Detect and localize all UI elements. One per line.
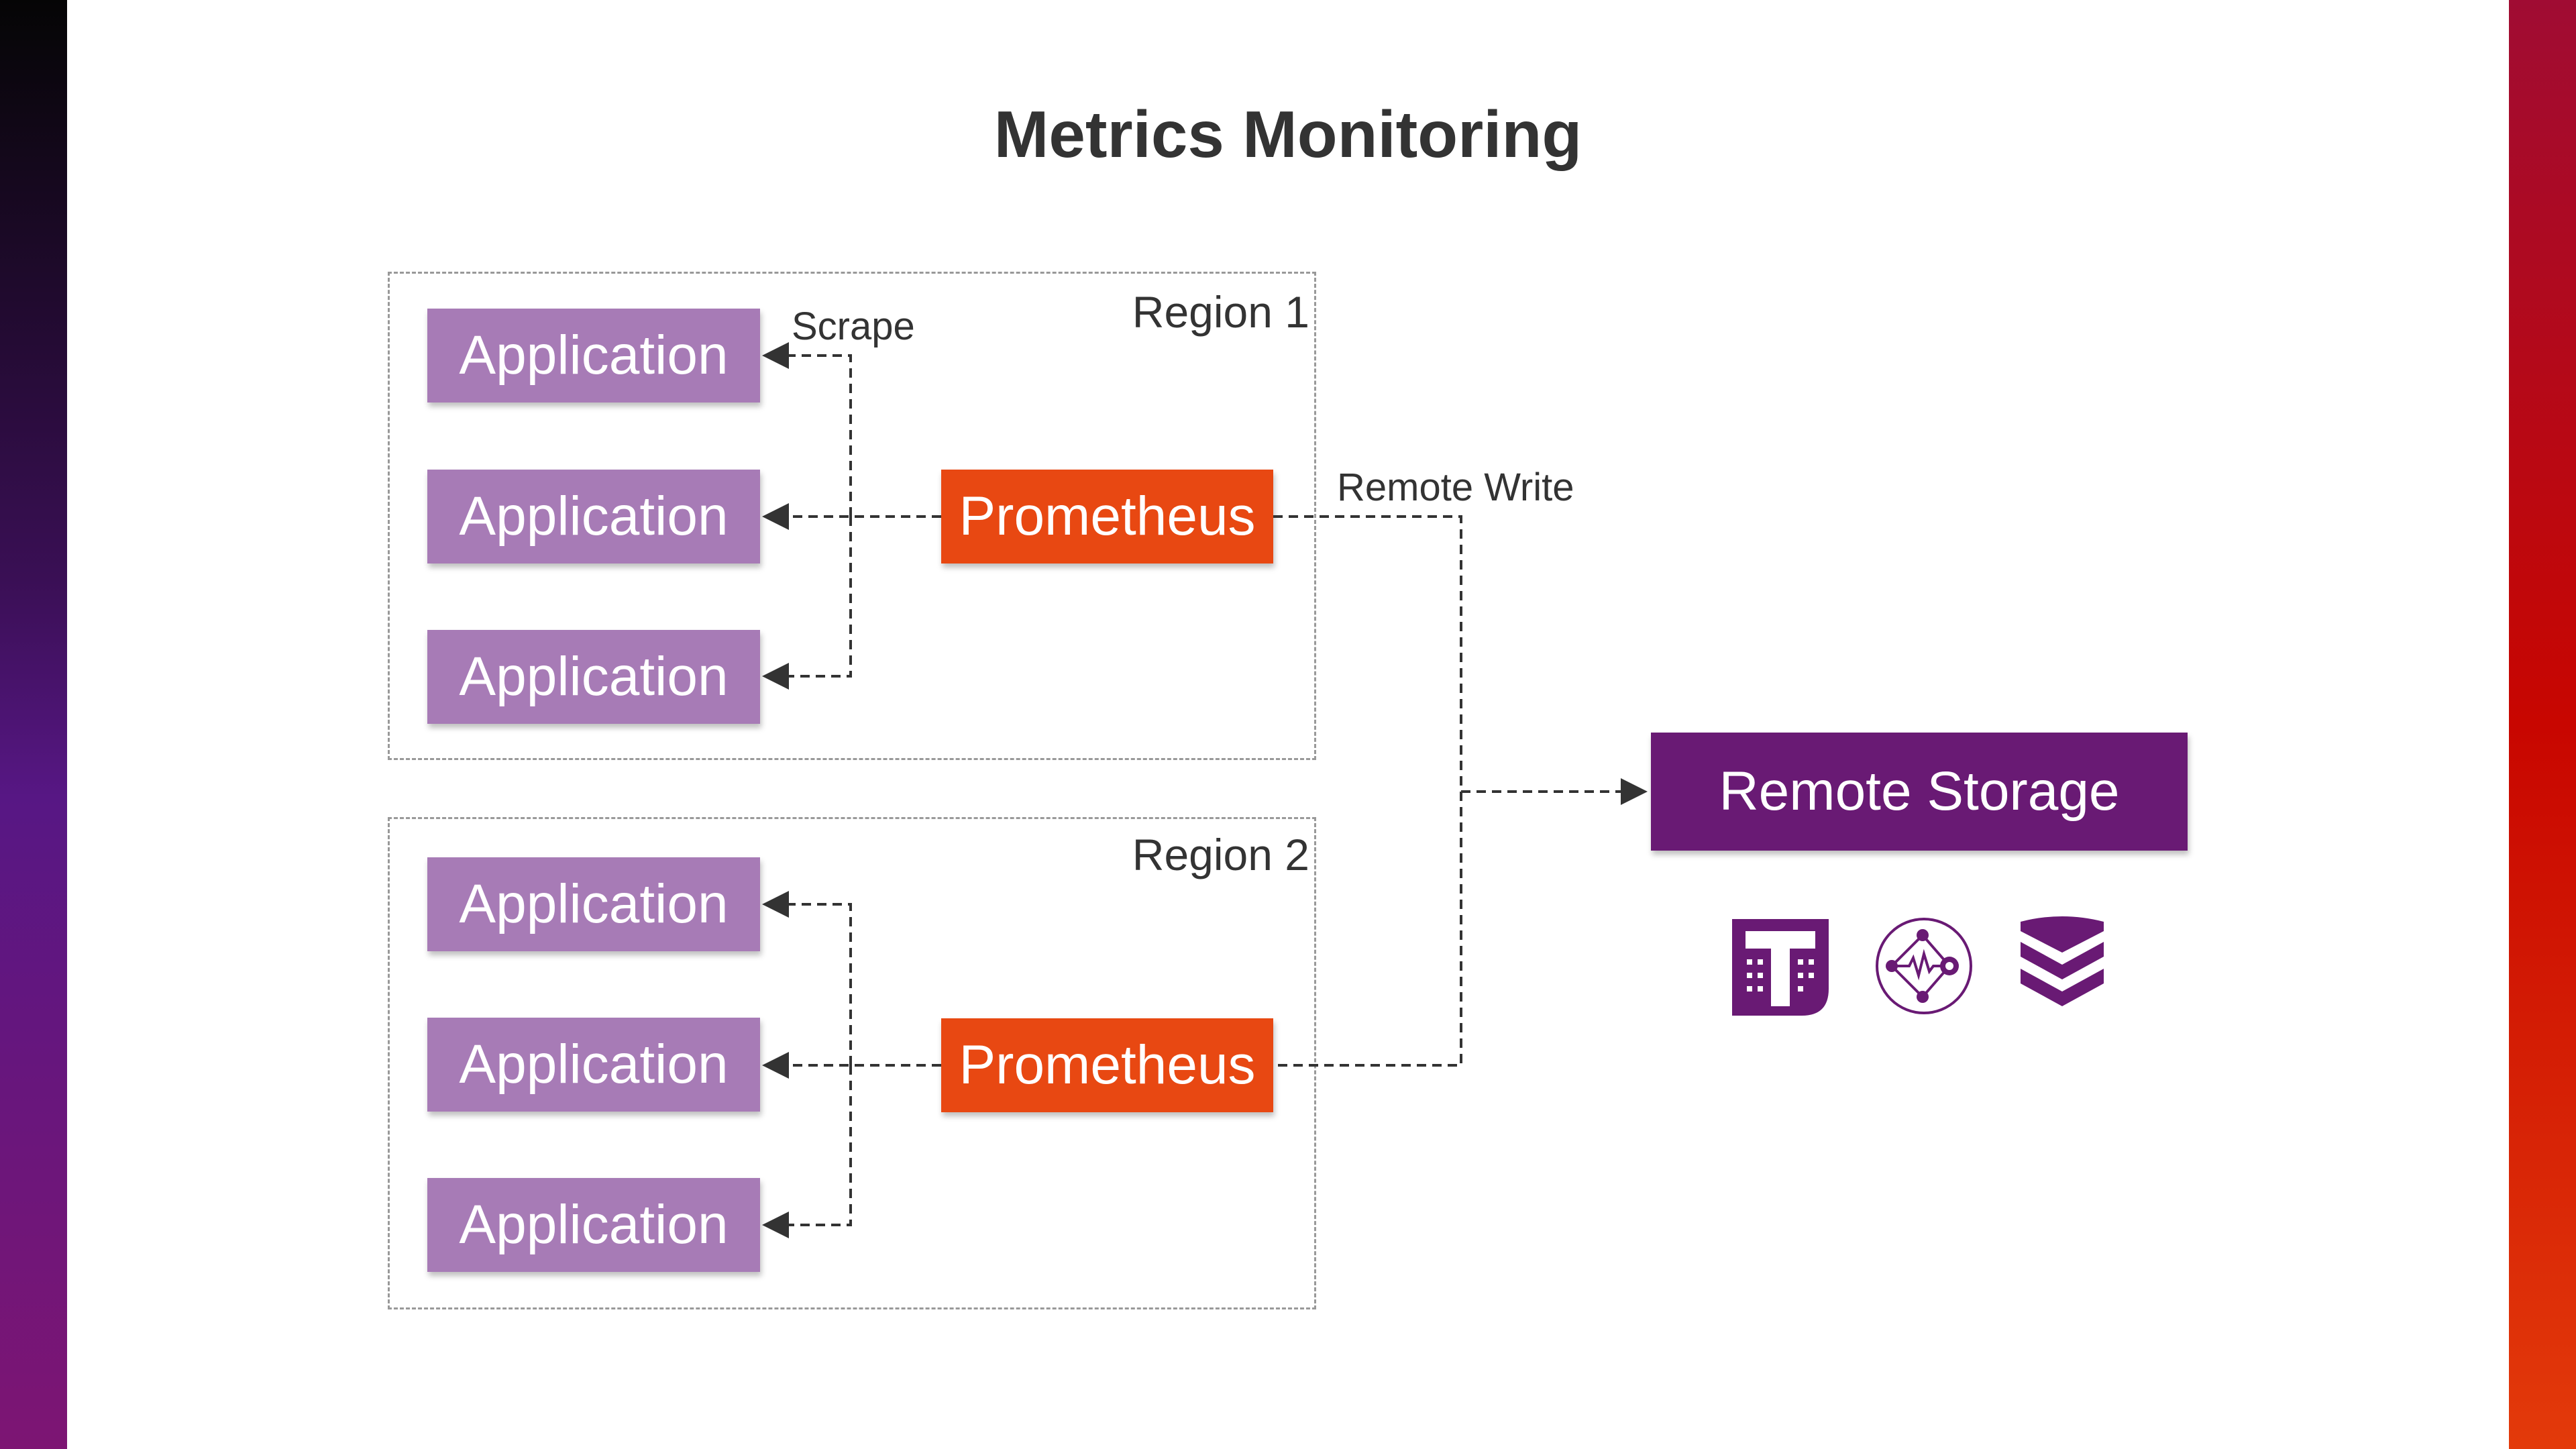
left-accent-stripe	[0, 0, 67, 1449]
scrape-label: Scrape	[792, 305, 915, 348]
right-accent-stripe	[2509, 0, 2576, 1449]
region-1-container	[388, 272, 1316, 760]
application-node: Application	[427, 1178, 760, 1272]
network-graph-logo-icon	[1876, 918, 1972, 1014]
scrape-arrow	[762, 342, 852, 517]
application-node: Application	[427, 857, 760, 951]
scrape-arrow	[762, 891, 852, 1065]
region-2-label: Region 2	[1132, 830, 1309, 879]
thanos-logo-icon	[1732, 919, 1829, 1016]
application-node: Application	[427, 630, 760, 724]
remote-storage-node: Remote Storage	[1651, 733, 2188, 851]
remote-write-label: Remote Write	[1337, 466, 1574, 509]
region-1-label: Region 1	[1132, 287, 1309, 337]
prometheus-node: Prometheus	[941, 470, 1273, 564]
application-node: Application	[427, 1018, 760, 1112]
scrape-arrow	[762, 1065, 852, 1238]
stacked-chevrons-logo-icon	[2021, 916, 2104, 1006]
scrape-arrow	[762, 517, 852, 690]
prometheus-node: Prometheus	[941, 1018, 1273, 1112]
application-node: Application	[427, 309, 760, 402]
remote-write-line	[1273, 515, 1462, 1067]
page-title: Metrics Monitoring	[994, 97, 1582, 171]
region-2-container	[388, 817, 1316, 1309]
application-node: Application	[427, 470, 760, 564]
